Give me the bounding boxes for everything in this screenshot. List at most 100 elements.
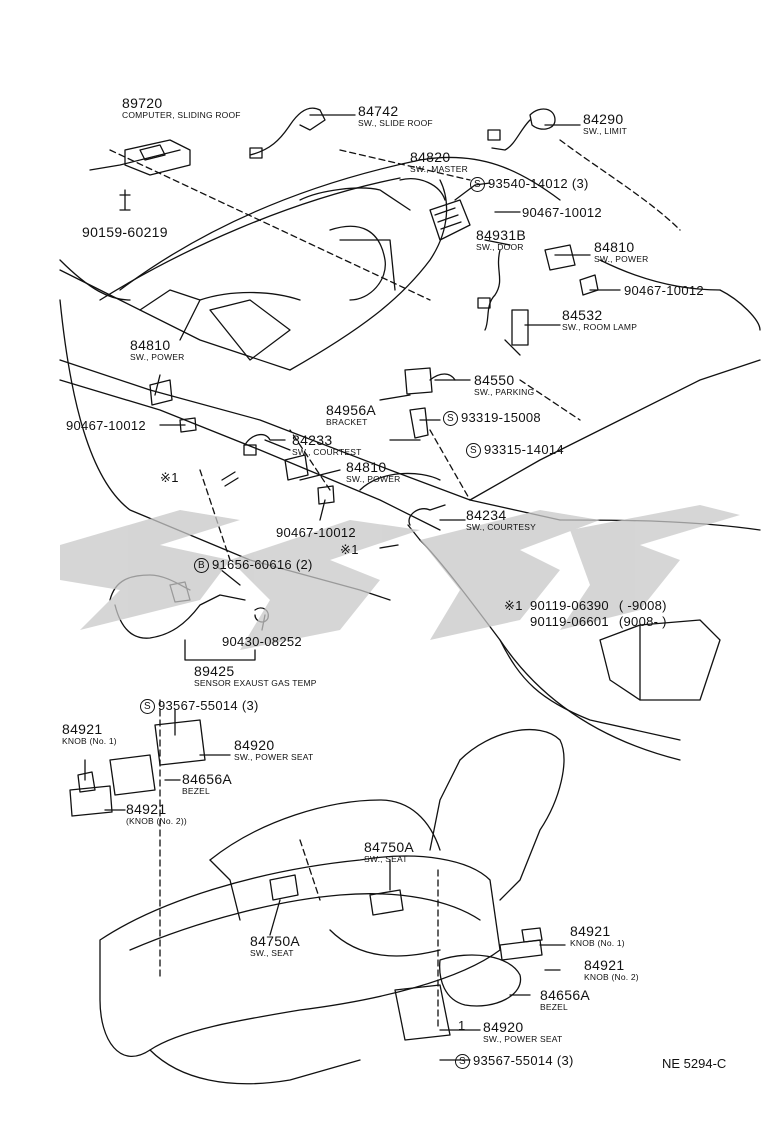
s-mark-icon: S	[443, 411, 458, 427]
part-description: BEZEL	[182, 786, 210, 796]
label-84532: 84532 SW., ROOM LAMP	[562, 308, 637, 332]
bracket-drawing	[409, 407, 429, 439]
seat-switch-left-drawing	[269, 874, 299, 901]
part-description: BEZEL	[540, 1002, 568, 1012]
part-number: 84921	[584, 957, 625, 973]
part-number: 90119-06390	[530, 598, 609, 613]
part-description: SW., LIMIT	[583, 126, 628, 136]
parking-switch-drawing	[404, 367, 433, 395]
part-number: 90119-06601	[530, 614, 609, 629]
part-number: 84920	[234, 737, 275, 753]
label-84921-a: 84921 KNOB (No. 1)	[62, 722, 117, 746]
s-mark-icon: S	[466, 443, 481, 459]
part-number: 89720	[122, 95, 163, 111]
computer-sliding-roof-drawing	[124, 139, 191, 176]
label-90119-b: 90119-06601 (9008- )	[530, 614, 667, 629]
part-number: 84920	[483, 1019, 524, 1035]
part-number: 90159-60219	[82, 224, 168, 240]
label-90467-c: 90467-10012	[66, 418, 146, 433]
marker-seat-1: 1	[458, 1018, 466, 1033]
master-switch-drawing	[429, 199, 471, 241]
part-number: 91656-60616 (2)	[212, 557, 313, 572]
seat-switch-right-drawing	[369, 889, 404, 916]
room-lamp-switch-drawing	[511, 309, 529, 346]
label-84234: 84234 SW., COURTESY	[466, 508, 536, 532]
label-90467-a: 90467-10012	[522, 205, 602, 220]
part-description: SW., SEAT	[364, 854, 408, 864]
b-mark-icon: B	[194, 558, 209, 574]
part-description: SENSOR EXAUST GAS TEMP	[194, 678, 317, 688]
part-number: 84921	[126, 801, 167, 817]
power-switch-left-drawing	[149, 379, 173, 406]
part-description: SW., SLIDE ROOF	[358, 118, 433, 128]
part-number: 90467-10012	[66, 418, 146, 433]
part-number: 84290	[583, 111, 624, 127]
part-number: 84550	[474, 372, 515, 388]
part-description: KNOB (No. 2)	[584, 972, 639, 982]
label-84810-c: 84810 SW., POWER	[346, 460, 400, 484]
part-number: 84750A	[364, 839, 415, 855]
part-description: SW., COURTEST	[292, 447, 362, 457]
s-mark-icon: S	[470, 177, 485, 193]
part-description: SW., MASTER	[410, 164, 468, 174]
part-number: 90467-10012	[276, 525, 356, 540]
label-90467-d: 90467-10012	[276, 525, 356, 540]
label-84920-a: 84920 SW., POWER SEAT	[234, 738, 313, 762]
label-84820: 84820 SW., MASTER	[410, 150, 468, 174]
part-number: 84742	[358, 103, 399, 119]
reference-code: NE 5294-C	[662, 1056, 727, 1071]
part-number: 93315-14014	[484, 442, 564, 457]
part-number: 84233	[292, 432, 333, 448]
part-number: 90467-10012	[522, 205, 602, 220]
part-number: 93540-14012 (3)	[488, 176, 589, 191]
label-90119-a: 90119-06390 ( -9008)	[530, 598, 667, 613]
marker-1-a: ※1	[160, 470, 179, 485]
courtesy-switch-drawing	[408, 504, 446, 526]
label-90159: 90159-60219	[82, 225, 168, 239]
marker-1-c: ※1	[504, 598, 523, 613]
watermark	[60, 505, 740, 650]
part-number: 90467-10012	[624, 283, 704, 298]
part-number: 84532	[562, 307, 603, 323]
label-84920-b: 84920 SW., POWER SEAT	[483, 1020, 562, 1044]
label-84931b: 84931B SW., DOOR	[476, 228, 526, 252]
label-90467-b: 90467-10012	[624, 283, 704, 298]
part-description: BRACKET	[326, 417, 368, 427]
part-number: 84956A	[326, 402, 377, 418]
label-90430: 90430-08252	[222, 634, 302, 649]
part-number: 84656A	[182, 771, 233, 787]
s-mark-icon: S	[140, 699, 155, 715]
part-description: SW., PARKING	[474, 387, 535, 397]
label-84956a: 84956A BRACKET	[326, 403, 376, 427]
power-switch-middle-drawing	[284, 454, 309, 481]
label-84550: 84550 SW., PARKING	[474, 373, 534, 397]
limit-switch-drawing	[529, 108, 556, 130]
label-84921-c: 84921 KNOB (No. 1)	[570, 924, 625, 948]
slide-roof-switch-harness	[249, 107, 326, 156]
part-description: SW., POWER SEAT	[483, 1034, 563, 1044]
part-number: 84810	[130, 337, 171, 353]
label-84921-d: 84921 KNOB (No. 2)	[584, 958, 639, 982]
part-description: (KNOB (No. 2))	[126, 816, 187, 826]
label-84290: 84290 SW., LIMIT	[583, 112, 627, 136]
part-description: KNOB (No. 1)	[62, 736, 117, 746]
part-description: SW., POWER	[594, 254, 649, 264]
part-number: 84921	[62, 721, 103, 737]
label-84656a-b: 84656A BEZEL	[540, 988, 590, 1012]
part-description: SW., ROOM LAMP	[562, 322, 638, 332]
label-84742: 84742 SW., SLIDE ROOF	[358, 104, 433, 128]
production-range: (9008- )	[618, 614, 667, 629]
part-number: 84931B	[476, 227, 527, 243]
label-84750a-1: 84750A SW., SEAT	[364, 840, 414, 864]
part-number: 90430-08252	[222, 634, 302, 649]
production-range: ( -9008)	[618, 598, 667, 613]
label-84233: 84233 SW., COURTEST	[292, 433, 362, 457]
marker-1-b: ※1	[340, 542, 359, 557]
part-number: 84234	[466, 507, 507, 523]
part-number: 84810	[346, 459, 387, 475]
courtest-switch-drawing	[244, 433, 286, 446]
part-description: SW., POWER	[130, 352, 185, 362]
